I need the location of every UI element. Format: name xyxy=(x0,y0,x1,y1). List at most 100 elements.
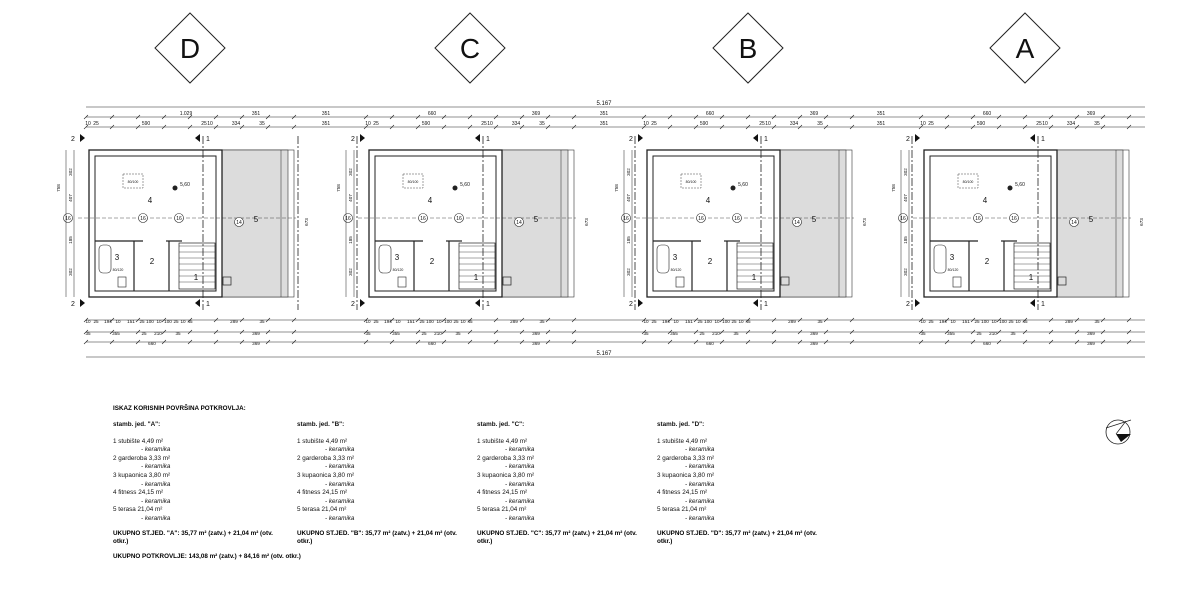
terrace-area xyxy=(501,149,569,298)
dimension-tick xyxy=(389,329,395,335)
room-line: 1 stubište 4,49 m² xyxy=(477,437,528,445)
dimension-tick xyxy=(415,317,421,323)
dimension-text: 10 xyxy=(85,121,91,127)
dimension-tick xyxy=(944,114,950,120)
dimension-tick xyxy=(493,339,499,345)
dimension-text: 10 xyxy=(1015,319,1021,324)
north-arrow-line xyxy=(1115,420,1127,435)
room-line: 2 garderoba 3,33 m² xyxy=(477,454,535,462)
section-arrow-icon xyxy=(360,299,365,307)
dimension-tick xyxy=(239,114,245,120)
dimension-tick xyxy=(944,339,950,345)
axis-bubble xyxy=(174,213,184,223)
room-number: 1 xyxy=(194,273,199,282)
dimension-text: 35 xyxy=(643,331,649,336)
dimension-tick xyxy=(996,124,1002,130)
dimension-tick xyxy=(667,124,673,130)
dimension-tick xyxy=(363,114,369,120)
dimension-tick xyxy=(1126,329,1132,335)
axis-label: A xyxy=(1016,33,1035,64)
dimension-tick xyxy=(213,339,219,345)
axis-bubble-label: 16 xyxy=(623,216,629,222)
dimension-tick xyxy=(363,124,369,130)
dimension-tick xyxy=(1022,329,1028,335)
room-line: 5 terasa 21,04 m² xyxy=(113,506,163,514)
dimension-text: 185 xyxy=(68,236,73,244)
dimension-tick xyxy=(415,114,421,120)
dimension-text: 100 xyxy=(164,319,172,324)
dimension-tick xyxy=(1074,339,1080,345)
room-finish: - keramika xyxy=(505,497,535,505)
unit-total: UKUPNO ST.JED. "C": 35,77 m² (zatv.) + 2… xyxy=(477,530,637,545)
room-line: 3 kupaonica 3,80 m² xyxy=(477,471,535,479)
dimension-tick xyxy=(1022,124,1028,130)
dimension-tick xyxy=(970,329,976,335)
dimension-tick xyxy=(441,114,447,120)
schedule-column: stamb. jed. "C":1 stubište 4,49 m²- kera… xyxy=(477,421,534,524)
section-label: 2 xyxy=(351,136,355,143)
dimension-text: 25 xyxy=(759,121,765,127)
dimension-text: 25 xyxy=(651,319,657,324)
dimension-tick xyxy=(571,339,577,345)
room-finish: - keramika xyxy=(685,497,715,505)
dimension-text: 210 xyxy=(989,331,997,336)
dimension-tick xyxy=(363,317,369,323)
room-number: 2 xyxy=(985,257,990,266)
dimension-text: 25 xyxy=(697,319,703,324)
dimension-tick xyxy=(771,329,777,335)
dimension-tick xyxy=(291,114,297,120)
axis-bubble xyxy=(138,213,148,223)
dimension-tick xyxy=(415,329,421,335)
dimension-tick xyxy=(918,114,924,120)
dimension-tick xyxy=(187,317,193,323)
dimension-text: 590 xyxy=(977,121,986,127)
room-number: 4 xyxy=(428,196,433,205)
dimension-tick xyxy=(745,114,751,120)
skylight-label: 80/100 xyxy=(963,180,974,184)
dimension-text: 369 xyxy=(810,111,819,117)
dimension-text: 369 xyxy=(1087,331,1095,336)
section-arrow-icon xyxy=(80,299,85,307)
section-label: 1 xyxy=(206,136,210,143)
room-finish: - keramika xyxy=(325,446,355,454)
dimension-tick xyxy=(389,317,395,323)
dimension-text: 660 xyxy=(428,111,437,117)
elevation-label: 5,60 xyxy=(738,182,748,188)
axis-bubble xyxy=(234,217,244,227)
dimension-tick xyxy=(441,124,447,130)
exterior-wall xyxy=(88,149,223,298)
dimension-tick xyxy=(745,329,751,335)
interior-wall-line xyxy=(94,155,217,292)
dimension-text: 10 xyxy=(365,121,371,127)
shower-label: 80/120 xyxy=(393,268,404,272)
dimension-tick xyxy=(571,329,577,335)
dimension-tick xyxy=(745,339,751,345)
dimension-tick xyxy=(996,114,1002,120)
dimension-tick xyxy=(797,339,803,345)
dimension-tick xyxy=(797,329,803,335)
dimension-tick xyxy=(239,329,245,335)
dimension-tick xyxy=(83,329,89,335)
dimension-text: 25 xyxy=(974,319,980,324)
room-finish: - keramika xyxy=(505,446,535,454)
dimension-text: 35 xyxy=(817,319,823,324)
dimension-tick xyxy=(545,124,551,130)
room-line: 2 garderoba 3,33 m² xyxy=(657,454,715,462)
dimension-text: 758 xyxy=(614,184,619,192)
overall-dimension: 5.167 xyxy=(596,101,612,107)
dimension-tick xyxy=(641,317,647,323)
dimension-text: 35 xyxy=(365,331,371,336)
dimension-text: 10 xyxy=(643,121,649,127)
dimension-text: 35 xyxy=(920,331,926,336)
dimension-tick xyxy=(441,329,447,335)
dimension-text: 25 xyxy=(373,319,379,324)
dimension-tick xyxy=(849,114,855,120)
dimension-tick xyxy=(83,339,89,345)
dimension-text: 100 xyxy=(426,319,434,324)
dimension-text: 334 xyxy=(790,121,799,127)
unit-header: stamb. jed. "D": xyxy=(657,421,705,428)
dimension-text: 35 xyxy=(1010,331,1016,336)
dimension-text: 351 xyxy=(877,121,886,127)
dimension-tick xyxy=(545,329,551,335)
axis-label: C xyxy=(460,33,480,64)
